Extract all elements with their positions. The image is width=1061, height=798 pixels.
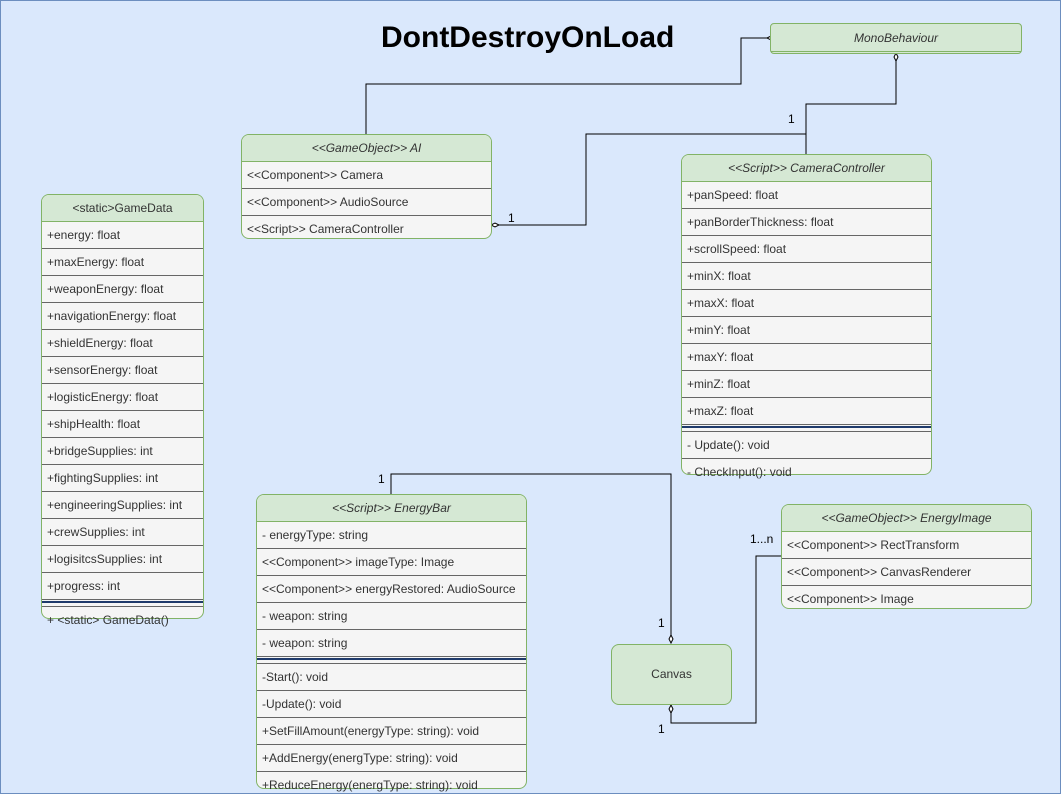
- energybar-attribute: <<Component>> imageType: Image: [257, 549, 526, 576]
- cameracontroller-attribute: +scrollSpeed: float: [682, 236, 931, 263]
- ai-to-cc-link: [499, 133, 806, 226]
- energyimage-attribute: <<Component>> RectTransform: [782, 532, 1031, 559]
- gamedata-attribute: +shipHealth: float: [42, 411, 203, 438]
- multiplicity-eb-canvas-bottom: 1: [658, 616, 665, 630]
- monobehaviour-name: MonoBehaviour: [771, 24, 1021, 52]
- energyimage-attribute: <<Component>> CanvasRenderer: [782, 559, 1031, 586]
- energybar-attribute: - energyType: string: [257, 522, 526, 549]
- gamedata-attribute: +sensorEnergy: float: [42, 357, 203, 384]
- cameracontroller-attribute: +minZ: float: [682, 371, 931, 398]
- cameracontroller-method: - CheckInput(): void: [687, 465, 792, 479]
- energyimage-attribute: <<Component>> Image: [787, 592, 914, 606]
- gamedata-separator: [42, 600, 203, 607]
- energybar-class[interactable]: <<Script>> EnergyBar - energyType: strin…: [256, 494, 527, 792]
- multiplicity-ai-cc: 1: [508, 211, 515, 225]
- ai-attribute: <<Script>> CameraController: [247, 222, 404, 236]
- gamedata-attribute: +bridgeSupplies: int: [42, 438, 203, 465]
- multiplicity-cc-mono: 1: [788, 112, 795, 126]
- energybar-class-name: <<Script>> EnergyBar: [257, 495, 526, 522]
- gamedata-attribute: +logisticEnergy: float: [42, 384, 203, 411]
- energybar-method: +AddEnergy(energType: string): void: [257, 745, 526, 772]
- canvas-diamond-top: [668, 633, 674, 645]
- energybar-attribute: - weapon: string: [257, 603, 526, 630]
- gamedata-attribute: +maxEnergy: float: [42, 249, 203, 276]
- canvas-node-label: Canvas: [651, 667, 692, 681]
- cameracontroller-attribute: +maxX: float: [682, 290, 931, 317]
- gamedata-attribute: +logisitcsSupplies: int: [42, 546, 203, 573]
- cameracontroller-attribute: +panSpeed: float: [682, 182, 931, 209]
- cameracontroller-attribute: +minY: float: [682, 317, 931, 344]
- ai-class[interactable]: <<GameObject>> AI <<Component>> Camera <…: [241, 134, 492, 239]
- multiplicity-eb-canvas-top: 1: [378, 472, 385, 486]
- eb-to-canvas-link: [390, 473, 672, 635]
- energybar-attribute: <<Component>> energyRestored: AudioSourc…: [257, 576, 526, 603]
- cameracontroller-attribute: +minX: float: [682, 263, 931, 290]
- cameracontroller-class[interactable]: <<Script>> CameraController +panSpeed: f…: [681, 154, 932, 479]
- energybar-method: -Start(): void: [257, 664, 526, 691]
- gamedata-attribute: +crewSupplies: int: [42, 519, 203, 546]
- ei-to-canvas-link: [670, 555, 781, 724]
- energybar-method: -Update(): void: [257, 691, 526, 718]
- cameracontroller-attribute: +maxZ: float: [682, 398, 931, 425]
- cameracontroller-attribute: +maxY: float: [682, 344, 931, 371]
- gamedata-class[interactable]: <static>GameData +energy: float +maxEner…: [41, 194, 204, 627]
- gamedata-attribute: +energy: float: [42, 222, 203, 249]
- cameracontroller-method: - Update(): void: [682, 432, 931, 459]
- diagram-title: DontDestroyOnLoad: [381, 21, 675, 54]
- energyimage-class-name: <<GameObject>> EnergyImage: [782, 505, 1031, 532]
- multiplicity-ei-canvas-bottom: 1: [658, 722, 665, 736]
- gamedata-method: + <static> GameData(): [47, 613, 169, 627]
- cameracontroller-attribute: +panBorderThickness: float: [682, 209, 931, 236]
- monobehaviour-diamond-bottom: [893, 51, 899, 63]
- ai-class-name: <<GameObject>> AI: [242, 135, 491, 162]
- energybar-attribute: - weapon: string: [257, 630, 526, 657]
- gamedata-class-name: <static>GameData: [42, 195, 203, 222]
- cc-to-monobehaviour-link: [805, 61, 897, 154]
- monobehaviour-class[interactable]: MonoBehaviour: [770, 23, 1022, 54]
- gamedata-attribute: +fightingSupplies: int: [42, 465, 203, 492]
- energybar-separator: [257, 657, 526, 664]
- ai-cc-diamond: [489, 222, 501, 228]
- gamedata-attribute: +shieldEnergy: float: [42, 330, 203, 357]
- canvas-diamond-bottom: [668, 703, 674, 715]
- cameracontroller-separator: [682, 425, 931, 432]
- energyimage-class[interactable]: <<GameObject>> EnergyImage <<Component>>…: [781, 504, 1032, 609]
- cameracontroller-class-name: <<Script>> CameraController: [682, 155, 931, 182]
- ai-to-monobehaviour-link: [365, 37, 767, 134]
- gamedata-attribute: +navigationEnergy: float: [42, 303, 203, 330]
- ai-attribute: <<Component>> AudioSource: [242, 189, 491, 216]
- ai-attribute: <<Component>> Camera: [242, 162, 491, 189]
- canvas-node[interactable]: Canvas: [611, 644, 732, 705]
- energybar-method: +ReduceEnergy(energType: string): void: [262, 778, 478, 792]
- gamedata-attribute: +weaponEnergy: float: [42, 276, 203, 303]
- gamedata-attribute: +progress: int: [42, 573, 203, 600]
- gamedata-attribute: +engineeringSupplies: int: [42, 492, 203, 519]
- energybar-method: +SetFillAmount(energyType: string): void: [257, 718, 526, 745]
- multiplicity-ei-canvas-top: 1...n: [750, 532, 774, 546]
